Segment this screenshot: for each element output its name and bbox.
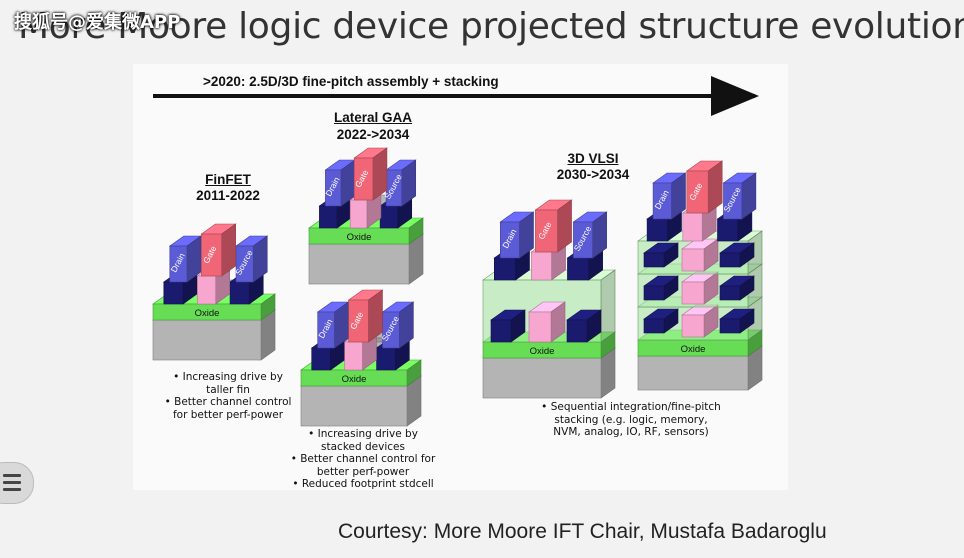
vlsi-right-tier-source-front	[720, 253, 740, 267]
gaa-top-channel-front	[350, 200, 367, 228]
watermark: 搜狐号@爱集微APP	[14, 8, 180, 34]
vlsi-years: 2030->2034	[543, 167, 643, 182]
menu-icon	[3, 488, 21, 491]
vlsi-right-tier-channel-front	[682, 249, 704, 271]
courtesy-caption: Courtesy: More Moore IFT Chair, Mustafa …	[338, 520, 827, 544]
vlsi-right-top-drain-contact-front	[647, 219, 667, 241]
vlsi-bullets: Sequential integration/fine-pitch stacki…	[541, 401, 731, 439]
timeline-label: >2020: 2.5D/3D fine-pitch assembly + sta…	[203, 74, 499, 89]
finfet-channel-front	[197, 276, 215, 304]
vlsi-right-substrate-front	[638, 356, 748, 390]
finfet-substrate-front	[153, 320, 261, 360]
vlsi-left-lower-source-front	[567, 320, 587, 342]
vlsi-right-top-source-contact-front	[717, 219, 737, 241]
vlsi-right-tier-source-front	[720, 286, 740, 300]
vlsi-right-tier-drain-front	[644, 319, 664, 333]
vlsi-bullet: Sequential integration/fine-pitch stacki…	[541, 401, 721, 439]
gaa-bullets: Increasing drive by stacked devices Bett…	[288, 428, 438, 491]
vlsi-left-tier-side	[601, 270, 615, 342]
menu-button[interactable]	[0, 462, 34, 504]
gaa-top-source-contact-front	[380, 206, 398, 228]
gaa-bottom-source-contact-front	[377, 348, 396, 370]
gaa-bottom-channel-front	[345, 342, 363, 370]
finfet-bullets: Increasing drive by taller fin Better ch…	[153, 371, 303, 421]
vlsi-left-lower-drain-front	[491, 320, 511, 342]
finfet-source-contact-front	[230, 282, 249, 304]
menu-icon	[3, 474, 21, 477]
vlsi-left-upper-source-contact-front	[567, 258, 588, 280]
vlsi-left-lower-channel-front	[529, 312, 551, 342]
finfet-oxide-label: Oxide	[195, 308, 220, 319]
vlsi-right-oxide-label: Oxide	[681, 344, 706, 355]
menu-icon	[3, 481, 21, 484]
gaa-bottom-oxide-label: Oxide	[342, 374, 367, 385]
vlsi-right-top-channel-front	[683, 213, 702, 241]
vlsi-title: 3D VLSI	[558, 151, 628, 166]
gaa-top-substrate-front	[309, 244, 409, 284]
vlsi-right-tier-channel-front	[682, 315, 704, 337]
gaa-top-drain-contact-front	[319, 206, 337, 228]
vlsi-right-tier-drain-front	[644, 253, 664, 267]
vlsi-left-upper-channel-front	[531, 252, 551, 280]
vlsi-right-tier-source-front	[720, 319, 740, 333]
vlsi-left-oxide-label: Oxide	[530, 346, 555, 357]
vlsi-left-upper-drain-contact-front	[494, 258, 515, 280]
gaa-years: 2022->2034	[323, 127, 423, 142]
finfet-drain-contact-front	[164, 282, 183, 304]
gaa-bullet: Increasing drive by stacked devices	[303, 428, 423, 453]
gaa-bottom-substrate-front	[301, 386, 407, 426]
finfet-years: 2011-2022	[188, 188, 268, 203]
vlsi-right-tier-drain-front	[644, 286, 664, 300]
gaa-bullet: Better channel control for better perf-p…	[288, 453, 438, 478]
finfet-title: FinFET	[203, 172, 253, 187]
vlsi-right-tier-channel-front	[682, 282, 704, 304]
finfet-bullet: Increasing drive by taller fin	[173, 371, 283, 396]
gaa-bottom-drain-contact-front	[312, 348, 331, 370]
finfet-bullet: Better channel control for better perf-p…	[158, 396, 298, 421]
gaa-title: Lateral GAA	[328, 110, 418, 125]
gaa-top-oxide-label: Oxide	[347, 232, 372, 243]
vlsi-left-substrate-front	[483, 358, 601, 398]
gaa-bullet: Reduced footprint stdcell	[288, 478, 438, 491]
